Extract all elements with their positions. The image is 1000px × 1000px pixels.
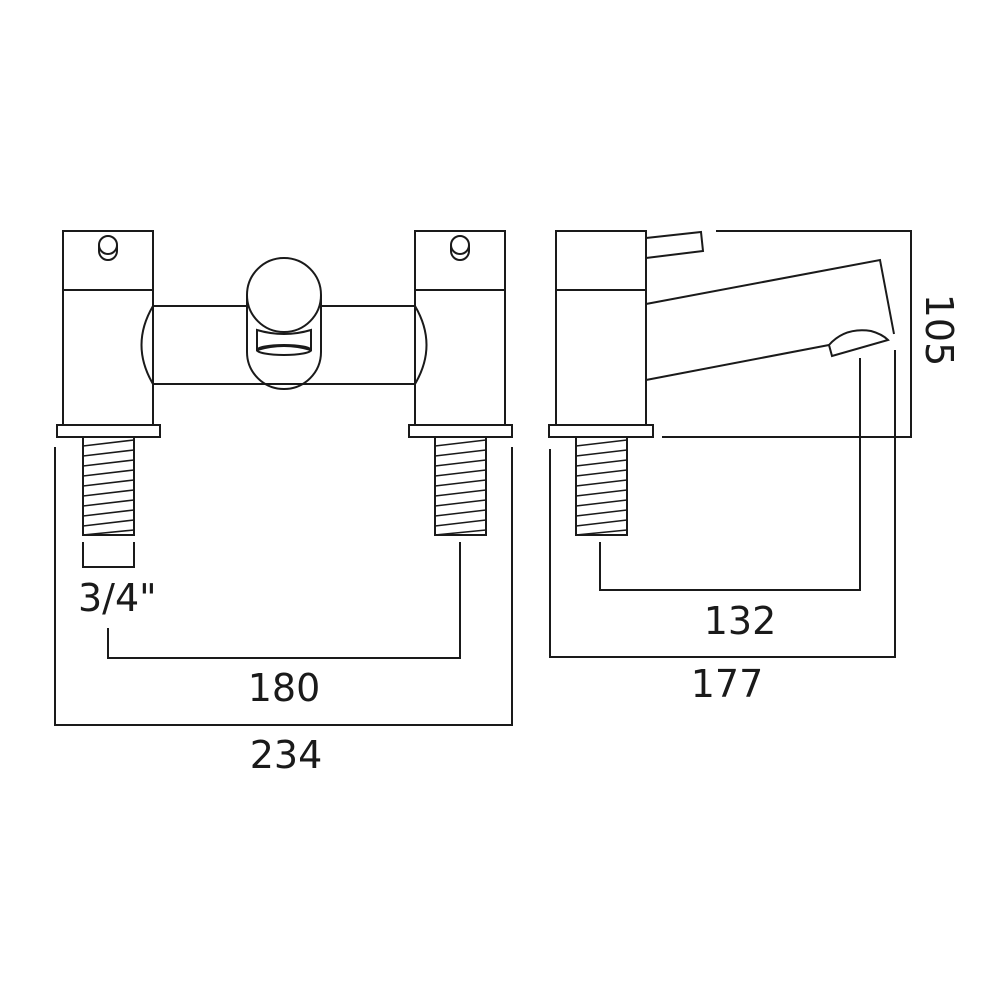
diverter-knob bbox=[246, 257, 322, 390]
thread-lines-left bbox=[82, 439, 135, 536]
thread-lines-side bbox=[575, 439, 628, 536]
left-pillar bbox=[56, 230, 161, 536]
overall-width-label: 234 bbox=[250, 733, 323, 777]
height-label: 105 bbox=[917, 294, 961, 367]
overall-depth-label: 177 bbox=[691, 662, 764, 706]
front-view bbox=[56, 230, 513, 536]
dimension-lines bbox=[54, 230, 912, 726]
side-view bbox=[548, 230, 895, 536]
thread-size-label: 3/4" bbox=[78, 576, 157, 620]
centres-label: 180 bbox=[248, 666, 321, 710]
spout-reach-label: 132 bbox=[704, 599, 777, 643]
thread-lines-right bbox=[434, 439, 487, 536]
bridge-body bbox=[140, 305, 428, 385]
right-pillar bbox=[408, 230, 513, 536]
